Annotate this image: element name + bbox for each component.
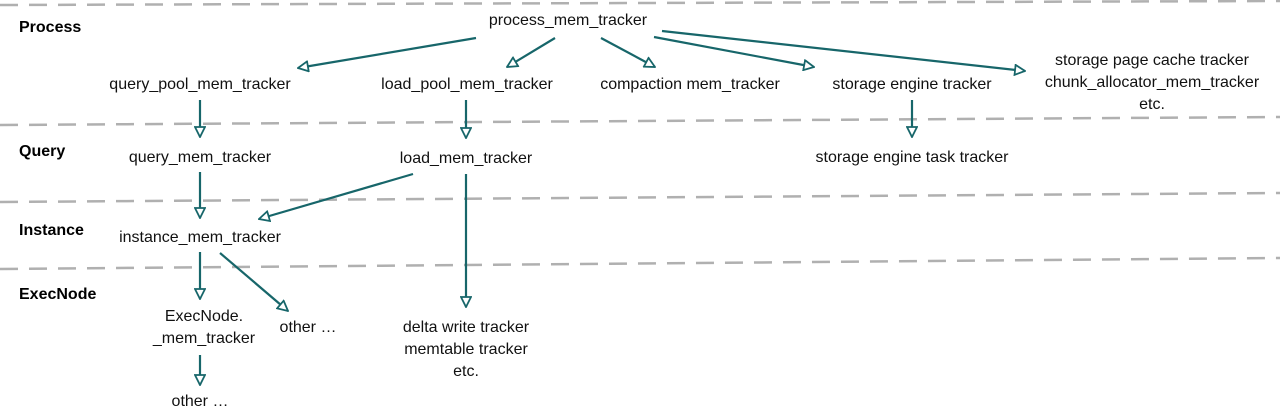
edge-process-to-load-pool [507, 37, 556, 67]
edge-process-to-compaction [600, 37, 655, 68]
divider-instance-execnode [0, 256, 1280, 271]
node-compaction-mem-tracker: compaction mem_tracker [600, 76, 780, 93]
node-load-children: delta write tracker memtable tracker etc… [402, 319, 530, 380]
divider-process-query [0, 115, 1280, 127]
edge-instance-to-other [219, 252, 288, 311]
node-instance-other: other … [279, 319, 337, 336]
node-process-mem-tracker: process_mem_tracker [488, 12, 648, 29]
divider-top [0, 0, 1280, 7]
node-instance-mem-tracker: instance_mem_tracker [119, 229, 281, 246]
node-load-pool-mem-tracker: load_pool_mem_tracker [381, 76, 553, 93]
layer-label-execnode: ExecNode [19, 286, 97, 303]
layer-label-instance: Instance [19, 222, 84, 239]
edge-process-to-storage-misc [661, 29, 1025, 71]
layer-label-query: Query [19, 143, 66, 160]
layer-label-process: Process [19, 19, 82, 36]
node-storage-engine-task-tracker: storage engine task tracker [815, 149, 1009, 166]
node-storage-misc-trackers: storage page cache tracker chunk_allocat… [1044, 52, 1260, 113]
edge-process-to-query-pool [298, 36, 477, 68]
node-storage-engine-tracker: storage engine tracker [832, 76, 992, 93]
node-execnode-other: other … [171, 393, 229, 410]
divider-query-instance [0, 191, 1280, 204]
node-query-mem-tracker: query_mem_tracker [128, 149, 272, 166]
edge-process-to-storage-engine [653, 35, 814, 67]
node-query-pool-mem-tracker: query_pool_mem_tracker [109, 76, 291, 93]
node-execnode-mem-tracker: ExecNode. _mem_tracker [152, 308, 256, 347]
node-load-mem-tracker: load_mem_tracker [399, 150, 533, 167]
edge-load-to-instance [259, 172, 414, 219]
